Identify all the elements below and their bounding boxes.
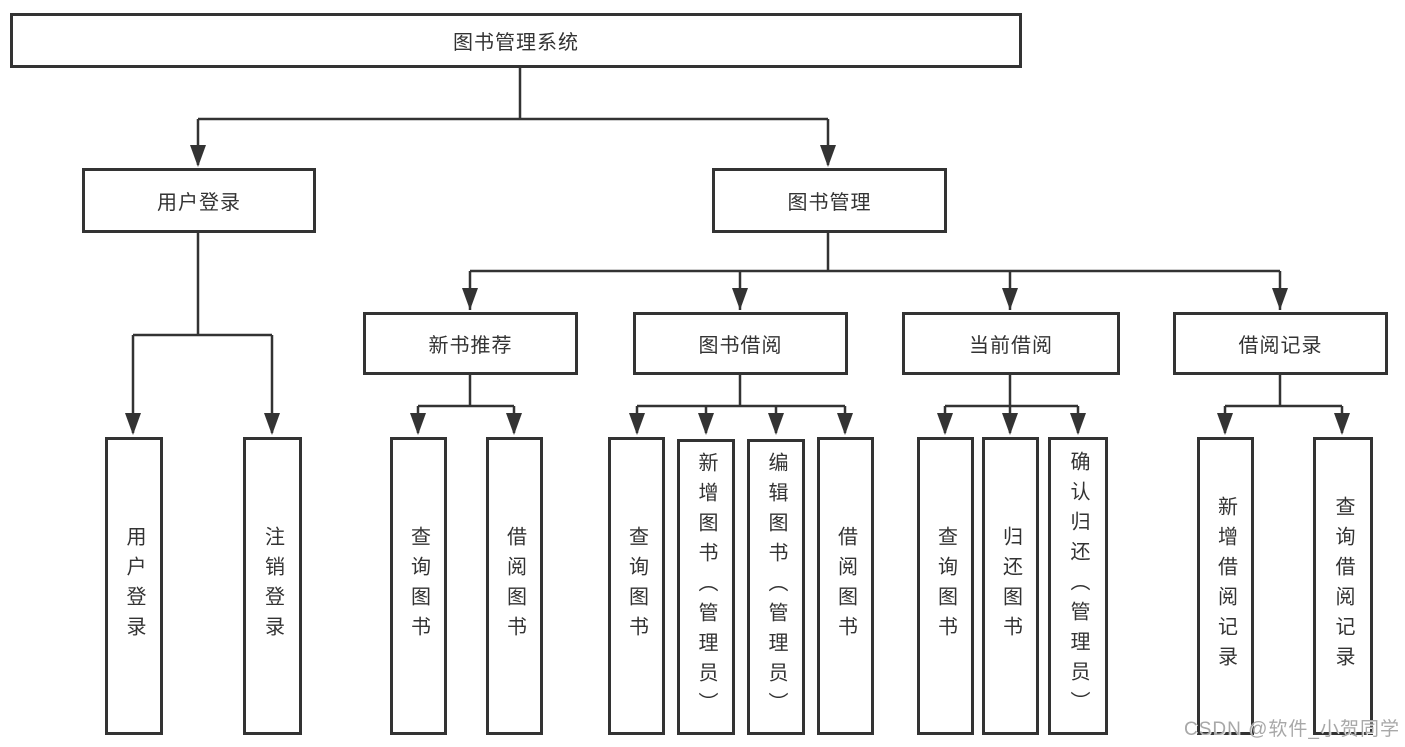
node-borrow-record: 借阅记录 (1173, 312, 1388, 375)
node-cb-confirm-return: 确认归还（管理员） (1048, 437, 1108, 735)
node-bb-edit-books-label: 编辑图书（管理员） (765, 452, 787, 722)
node-cb-return-books: 归还图书 (982, 437, 1039, 735)
node-nb-query-books-label: 查询图书 (407, 526, 430, 646)
node-bb-add-books: 新增图书（管理员） (677, 439, 735, 735)
node-bb-edit-books: 编辑图书（管理员） (747, 439, 805, 735)
node-leaf-user-login: 用户登录 (105, 437, 163, 735)
node-br-query-record-label: 查询借阅记录 (1332, 496, 1354, 676)
node-new-book-rec: 新书推荐 (363, 312, 578, 375)
node-user-login: 用户登录 (82, 168, 316, 233)
arrowheads (125, 145, 1350, 435)
csdn-watermark: CSDN @软件_小贺同学 (1184, 719, 1400, 740)
node-nb-borrow-books-label: 借阅图书 (503, 526, 526, 646)
node-book-borrow: 图书借阅 (633, 312, 848, 375)
node-cb-query-books: 查询图书 (917, 437, 974, 735)
node-br-query-record: 查询借阅记录 (1313, 437, 1373, 735)
node-bb-add-books-label: 新增图书（管理员） (695, 452, 717, 722)
node-cb-return-books-label: 归还图书 (999, 526, 1022, 646)
node-cb-query-books-label: 查询图书 (934, 526, 957, 646)
node-nb-query-books: 查询图书 (390, 437, 447, 735)
node-nb-borrow-books: 借阅图书 (486, 437, 543, 735)
node-br-add-record: 新增借阅记录 (1197, 437, 1254, 735)
node-book-mgmt: 图书管理 (712, 168, 947, 233)
node-cb-confirm-return-label: 确认归还（管理员） (1067, 451, 1089, 721)
node-leaf-user-login-label: 用户登录 (123, 526, 145, 646)
node-bb-borrow-books: 借阅图书 (817, 437, 874, 735)
node-current-borrow: 当前借阅 (902, 312, 1120, 375)
node-leaf-logout: 注销登录 (243, 437, 302, 735)
node-br-add-record-label: 新增借阅记录 (1214, 496, 1237, 676)
node-bb-borrow-books-label: 借阅图书 (834, 526, 857, 646)
node-bb-query-books-label: 查询图书 (625, 526, 648, 646)
node-leaf-logout-label: 注销登录 (261, 526, 284, 646)
node-root: 图书管理系统 (10, 13, 1022, 68)
node-bb-query-books: 查询图书 (608, 437, 665, 735)
